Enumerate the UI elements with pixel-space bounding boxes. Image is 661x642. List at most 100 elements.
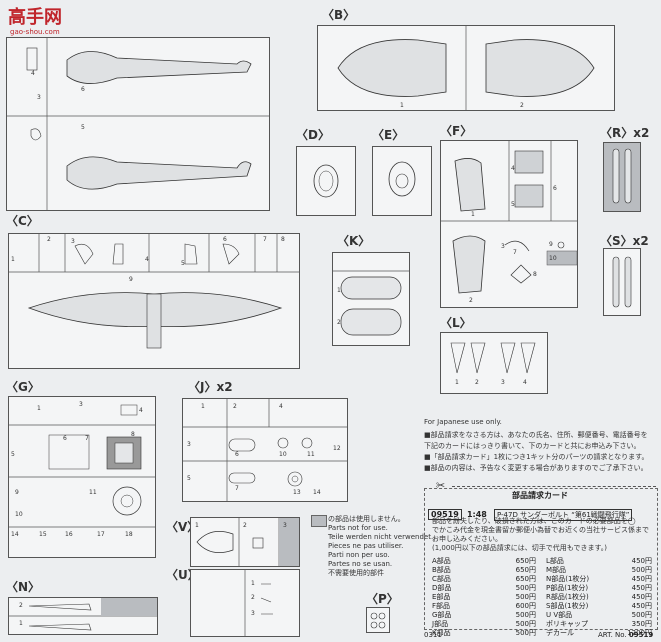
not-used-line: の部品は使用しません。 (328, 515, 405, 523)
not-used-line: Teile werden nicht verwendet. (328, 533, 434, 541)
price-value: 500円 (515, 611, 536, 619)
runner-s-label: 〈S〉x2 (600, 234, 649, 248)
runner-v-frame: 1 2 3 (190, 517, 300, 567)
price-part: U V部品 (546, 611, 573, 619)
price-part: B部品 (432, 566, 451, 574)
price-value: 450円 (631, 584, 652, 592)
runner-j-drawing (183, 399, 347, 501)
price-value: 600円 (515, 602, 536, 610)
price-row[interactable]: A部品 650円 (432, 557, 536, 566)
price-value: 450円 (631, 557, 652, 565)
price-value: 350円 (631, 620, 652, 628)
runner-b-label: 〈B〉 (322, 8, 356, 22)
price-part: N部品(1枚分) (546, 575, 590, 583)
price-part: F部品 (432, 602, 451, 610)
art-number-value: 09519 (628, 631, 654, 639)
price-row[interactable]: E部品 500円 (432, 593, 536, 602)
runner-r-label: 〈R〉x2 (600, 126, 650, 140)
price-row[interactable]: N部品(1枚分)450円 (546, 575, 652, 584)
price-row[interactable]: U V部品 500円 (546, 611, 652, 620)
price-value: 650円 (515, 557, 536, 565)
art-number: ART. No. 09519 (598, 631, 653, 639)
runner-n-drawing (9, 598, 157, 631)
runner-p-drawing (370, 612, 386, 629)
art-number-label: ART. No. (598, 631, 627, 639)
footer-code: 0311 (424, 631, 442, 639)
price-row[interactable]: S部品(1枚分) 450円 (546, 602, 652, 611)
price-value: 500円 (631, 566, 652, 574)
watermark-url: gao-shou.com (10, 28, 60, 36)
price-part: L部品 (546, 557, 564, 565)
price-value: 500円 (515, 620, 536, 628)
runner-u-frame: 1 2 3 (190, 569, 300, 637)
card-body-line: 部品を紛失したり、破損された方は、このカードの必要部品を◯ (432, 517, 636, 525)
card-body: 部品を紛失したり、破損された方は、このカードの必要部品を◯ でかこみ代金を現金書… (432, 517, 649, 553)
product-scale: 1:48 (466, 510, 487, 519)
order-instruction-line: 下記のカードにはっきり書いて、下のカードと共にお申込み下さい。 (424, 442, 641, 450)
card-body-line: (1,000円以下の部品請求には、切手で代用もできます。) (432, 544, 608, 552)
card-body-line: お申し込みください。 (432, 535, 502, 543)
price-value: 500円 (631, 611, 652, 619)
price-row[interactable]: B部品 650円 (432, 566, 536, 575)
runner-g-label: 〈G〉 (6, 380, 40, 394)
runner-k-label: 〈K〉 (337, 234, 371, 248)
runner-g-drawing (9, 404, 155, 528)
not-used-line: Parti non per uso. (328, 551, 390, 559)
runner-e-drawing (388, 161, 416, 197)
runner-d-label: 〈D〉 (296, 128, 330, 142)
price-part: S部品(1枚分) (546, 602, 589, 610)
watermark-logo-text: 高手网 (8, 6, 62, 28)
runner-f-frame: 1 2 3 4 5 6 7 8 9 10 (440, 140, 578, 308)
runner-u-drawing (244, 570, 273, 636)
price-value: 650円 (515, 566, 536, 574)
price-part: G部品 (432, 611, 452, 619)
runner-n-label: 〈N〉 (6, 580, 41, 594)
price-part: J部品 (432, 620, 449, 628)
runner-f-label: 〈F〉 (440, 124, 473, 138)
runner-j-frame: 1 2 4 3 5 6 7 10 11 12 13 14 (182, 398, 348, 502)
price-value: 450円 (631, 602, 652, 610)
watermark-logo: 高手网 gao-shou.com (4, 3, 80, 37)
runner-s-frame (603, 248, 641, 316)
runner-d-drawing (313, 164, 339, 198)
price-part: E部品 (432, 593, 451, 601)
not-used-swatch (311, 515, 327, 527)
price-row[interactable]: R部品(1枚分)450円 (546, 593, 652, 602)
runner-p-frame (366, 607, 390, 633)
runner-l-label: 〈L〉 (440, 316, 472, 330)
price-part: デカール (546, 629, 574, 637)
order-instruction-line: ■部品の内容は、予告なく変更する場合がありますのでご了承下さい。 (424, 464, 648, 472)
price-part: A部品 (432, 557, 451, 565)
scissors-icon: ✂ (436, 479, 446, 492)
order-instruction-line: ■部品請求をなさる方は、あなたの氏名、住所、郵便番号、電話番号を (424, 431, 648, 439)
runner-l-drawing (450, 342, 536, 374)
not-used-notice: の部品は使用しません。 Parts not for use. Teile wer… (328, 515, 433, 578)
not-used-line: Parts not for use. (328, 524, 388, 532)
cut-line (452, 486, 656, 487)
not-used-line: Pieces ne pas utiliser. (328, 542, 404, 550)
runner-k-drawing (333, 270, 409, 336)
price-part: D部品 (432, 584, 452, 592)
card-title: 部品請求カード (512, 491, 568, 500)
price-value: 500円 (515, 593, 536, 601)
price-row[interactable]: P部品(1枚分)450円 (546, 584, 652, 593)
price-row[interactable]: L部品 450円 (546, 557, 652, 566)
parts-request-card (424, 488, 658, 630)
runner-b-frame: 1 2 (317, 25, 615, 111)
runner-s-drawing (612, 256, 632, 308)
price-row[interactable]: F部品 600円 (432, 602, 536, 611)
price-row[interactable]: G部品 500円 (432, 611, 536, 620)
card-header-row: 09519 1:48 P-47D サンダーボルト “第61戦闘飛行隊” (428, 502, 654, 521)
price-row[interactable]: J部品 500円 (432, 620, 536, 629)
order-instruction-line: ■「部品請求カード」1枚につき1キット分のパーツの請求となります。 (424, 453, 649, 461)
runner-n-frame: 2 1 (8, 597, 158, 635)
runner-a-drawing (7, 38, 269, 210)
runner-v-drawing (196, 518, 299, 566)
